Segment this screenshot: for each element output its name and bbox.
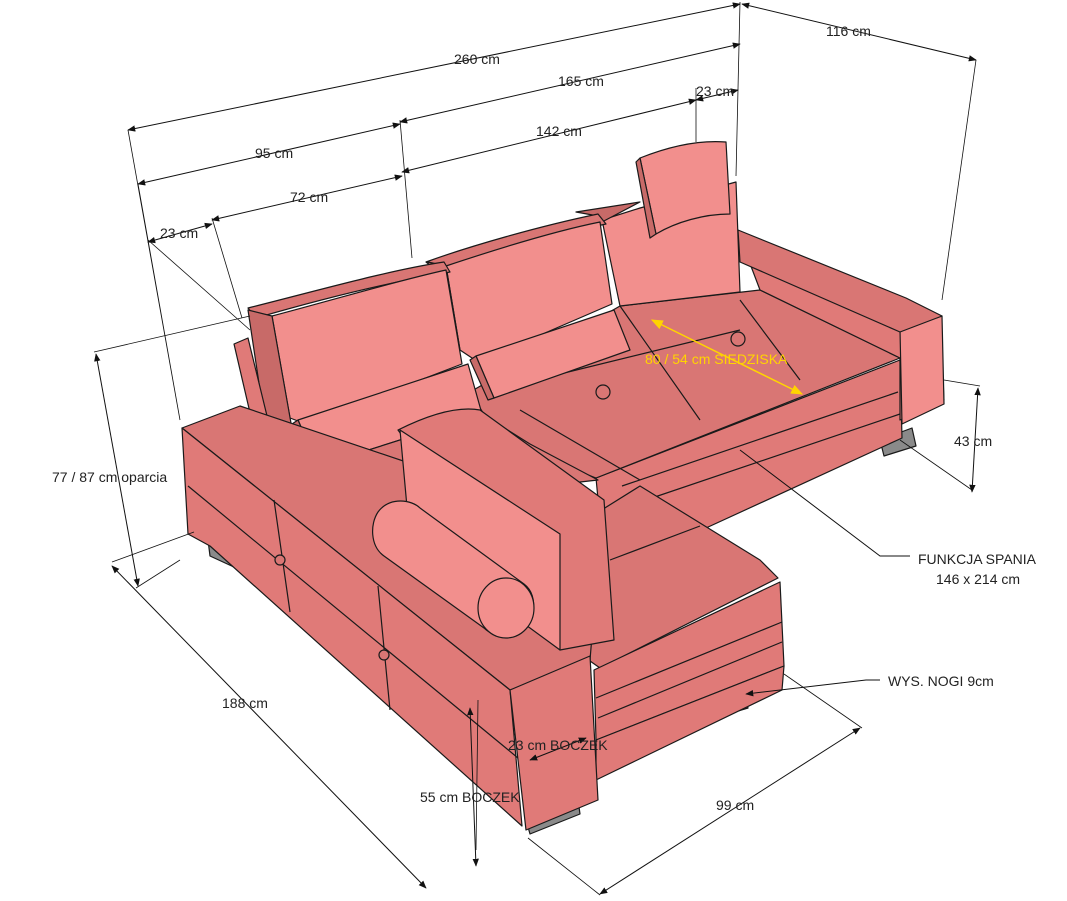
- dim-chaise-length-line: [111, 565, 427, 889]
- label-chaise-width: 99 cm: [716, 797, 754, 813]
- label-95: 95 cm: [255, 145, 293, 161]
- dim-95-line: [137, 122, 401, 186]
- sofa: [181, 141, 945, 835]
- leader-leg-height: [745, 679, 880, 697]
- dimension-lines: [93, 1, 981, 896]
- label-165: 165 cm: [558, 73, 604, 89]
- label-total-width: 260 cm: [454, 51, 500, 67]
- label-seat-height: 43 cm: [954, 433, 992, 449]
- seat-button-1: [595, 384, 611, 400]
- dim-chaise-width-line: [599, 727, 861, 895]
- back-middle-panel: [445, 221, 613, 363]
- seat-button-2: [730, 331, 746, 347]
- label-depth: 116 cm: [826, 23, 871, 39]
- dim-backrest-height-line: [94, 353, 140, 587]
- label-side-width: 23 cm BOCZEK: [508, 737, 608, 753]
- dim-72-line: [211, 174, 403, 222]
- dim-side-height-line: [467, 707, 479, 867]
- label-72: 72 cm: [290, 189, 328, 205]
- label-chaise-length: 188 cm: [222, 695, 268, 711]
- dim-23-left-line: [147, 222, 213, 244]
- seat-depth-arrow: [650, 319, 804, 395]
- labels: 260 cm 165 cm 116 cm 95 cm 142 cm 23 cm …: [52, 23, 1037, 813]
- label-backrest-height: 77 / 87 cm oparcia: [52, 469, 167, 485]
- right-armrest-top: [737, 229, 943, 333]
- dim-seat-height-line: [969, 387, 981, 493]
- dim-side-width-line: [529, 737, 587, 761]
- label-23-right: 23 cm: [696, 83, 734, 99]
- label-sleep-function-1: FUNKCJA SPANIA: [918, 551, 1037, 567]
- dim-23-right-line: [695, 88, 739, 102]
- label-leg-height: WYS. NOGI 9cm: [888, 673, 994, 689]
- label-142: 142 cm: [536, 123, 582, 139]
- label-sleep-function-2: 146 x 214 cm: [936, 571, 1020, 587]
- back-left-panel: [271, 269, 463, 425]
- dim-depth-line: [741, 2, 977, 62]
- right-armrest-front: [899, 315, 945, 425]
- label-side-height: 55 cm BOCZEK: [420, 789, 520, 805]
- leader-sleep-function: [739, 449, 910, 557]
- dim-total-width-line: [127, 2, 741, 132]
- label-23-left: 23 cm: [160, 225, 198, 241]
- label-seat-depth: 80 / 54 cm SIEDZISKA: [645, 351, 788, 367]
- dim-142-line: [401, 98, 697, 174]
